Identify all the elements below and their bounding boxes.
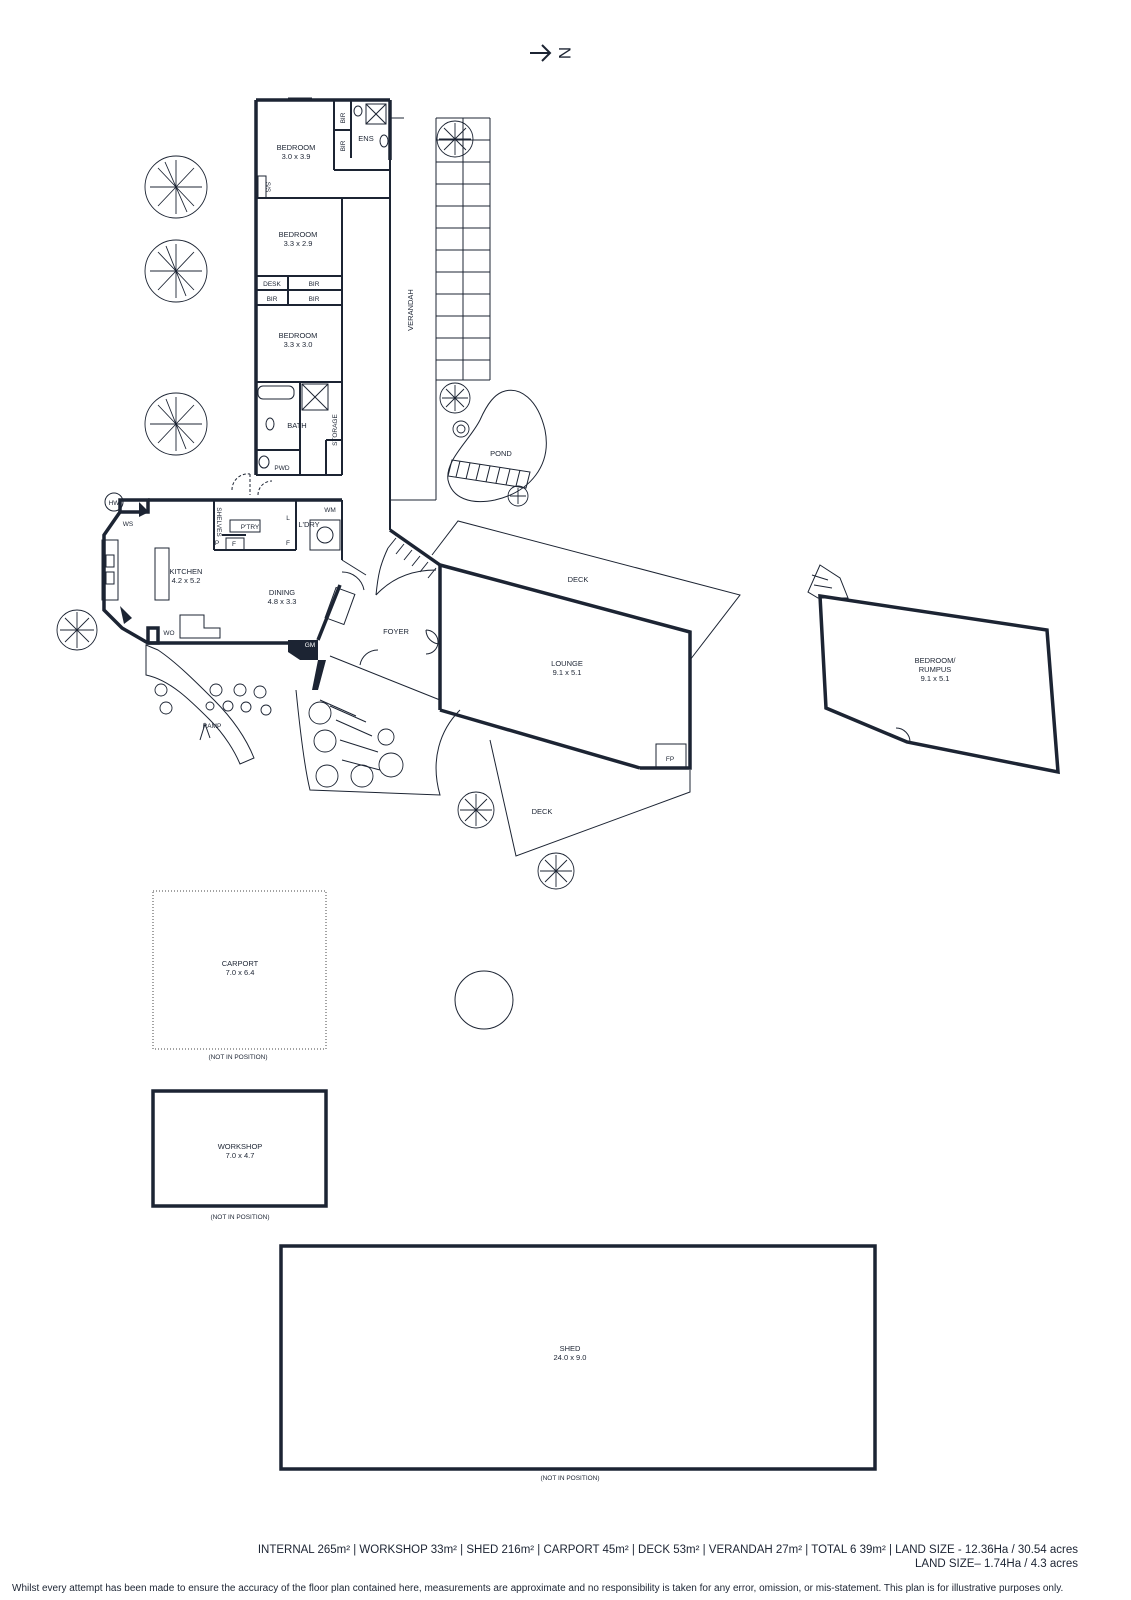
north-letter: N [555, 47, 574, 59]
lounge-walls [425, 563, 692, 770]
shelves-label: SHELVES [215, 507, 222, 537]
tree-icon [439, 382, 471, 414]
kitchen-size: 4.2 x 5.2 [172, 576, 201, 585]
tree-icon [144, 155, 208, 219]
area-summary-line2: LAND SIZE– 1.74Ha / 4.3 acres [915, 1558, 1078, 1570]
verandah [389, 117, 491, 530]
bir3-label: BIR [309, 281, 320, 288]
bedroom2-label: BEDROOM [279, 230, 318, 239]
bedroom3-size: 3.3 x 3.0 [284, 340, 313, 349]
workshop-label: WORKSHOP [218, 1142, 263, 1151]
lounge-size: 9.1 x 5.1 [553, 668, 582, 677]
shed-note: (NOT IN POSITION) [540, 1475, 599, 1482]
front-steps [295, 689, 461, 796]
tree-icon [537, 852, 575, 890]
bedroom3-label: BEDROOM [279, 331, 318, 340]
kitchen-dining-walls [101, 473, 343, 645]
f1-label: F [232, 541, 236, 548]
pwd-label: PWD [274, 465, 289, 472]
bir4-label: BIR [267, 296, 278, 303]
north-arrow-icon: N [530, 44, 574, 62]
ramp [145, 644, 255, 765]
bir2-label: BIR [340, 140, 347, 151]
deck-top-label: DECK [568, 575, 589, 584]
area-summary: INTERNAL 265m² | WORKSHOP 33m² | SHED 21… [258, 1543, 1078, 1571]
bath-label: BATH [287, 421, 306, 430]
disclaimer-text: Whilst every attempt has been made to en… [12, 1583, 1064, 1594]
wm-label: WM [324, 507, 336, 514]
sis-label: S/S [264, 182, 271, 193]
gm-label: GM [305, 642, 315, 649]
carport-outline [152, 890, 327, 1050]
bedroom2-size: 3.3 x 2.9 [284, 239, 313, 248]
area-summary-line1: INTERNAL 265m² | WORKSHOP 33m² | SHED 21… [257, 1544, 1078, 1556]
tree-icon [507, 485, 529, 507]
desk-label: DESK [263, 281, 281, 288]
tree-icon [436, 120, 474, 158]
dining-size: 4.8 x 3.3 [268, 597, 297, 606]
ens-label: ENS [358, 134, 373, 143]
ramp-label: RAMP [203, 723, 222, 730]
deck-bottom [489, 739, 691, 857]
bedroom1-size: 3.0 x 3.9 [282, 152, 311, 161]
shed-size: 24.0 x 9.0 [554, 1353, 587, 1362]
dining-label: DINING [269, 588, 295, 597]
carport-label: CARPORT [222, 959, 259, 968]
bir5-label: BIR [309, 296, 320, 303]
tree-icon [308, 701, 404, 788]
kitchen-label: KITCHEN [170, 567, 203, 576]
workshop-note: (NOT IN POSITION) [210, 1214, 269, 1221]
tree-icon [457, 791, 495, 829]
storage-label: STORAGE [332, 414, 339, 446]
hw-label: HW [109, 500, 121, 507]
l-label: L [286, 515, 290, 522]
water-tank [454, 970, 514, 1030]
bedroom1-label: BEDROOM [277, 143, 316, 152]
workshop-outline [151, 1089, 328, 1208]
foyer-walls [288, 528, 442, 701]
f2-label: F [286, 540, 290, 547]
tree-icon [144, 392, 208, 456]
pond-label: POND [490, 449, 512, 458]
rumpus-size: 9.1 x 5.1 [921, 674, 950, 683]
wo-label: WO [163, 630, 174, 637]
p-label: P [215, 540, 219, 547]
deck-bottom-label: DECK [532, 807, 553, 816]
workshop-size: 7.0 x 4.7 [226, 1151, 255, 1160]
bir1-label: BIR [340, 112, 347, 123]
foyer-label: FOYER [383, 627, 409, 636]
shrub-icon [154, 683, 272, 716]
shed-label: SHED [560, 1344, 581, 1353]
ldry-label: L'DRY [298, 520, 319, 529]
tree-icon [56, 609, 98, 651]
rumpus-label-2: RUMPUS [919, 665, 952, 674]
ws-label: WS [123, 521, 134, 528]
shed-outline [279, 1244, 877, 1471]
pond [447, 389, 547, 503]
tree-icon [144, 239, 208, 303]
verandah-label: VERANDAH [406, 289, 415, 331]
rumpus-walls [807, 564, 1060, 775]
fp-label: FP [666, 756, 674, 763]
deck-top [431, 520, 741, 661]
ptry-label: P'TRY [241, 524, 260, 531]
rumpus-label: BEDROOM/ [915, 656, 957, 665]
tree-icon [452, 420, 470, 438]
lounge-label: LOUNGE [551, 659, 583, 668]
carport-size: 7.0 x 6.4 [226, 968, 255, 977]
carport-note: (NOT IN POSITION) [208, 1054, 267, 1061]
